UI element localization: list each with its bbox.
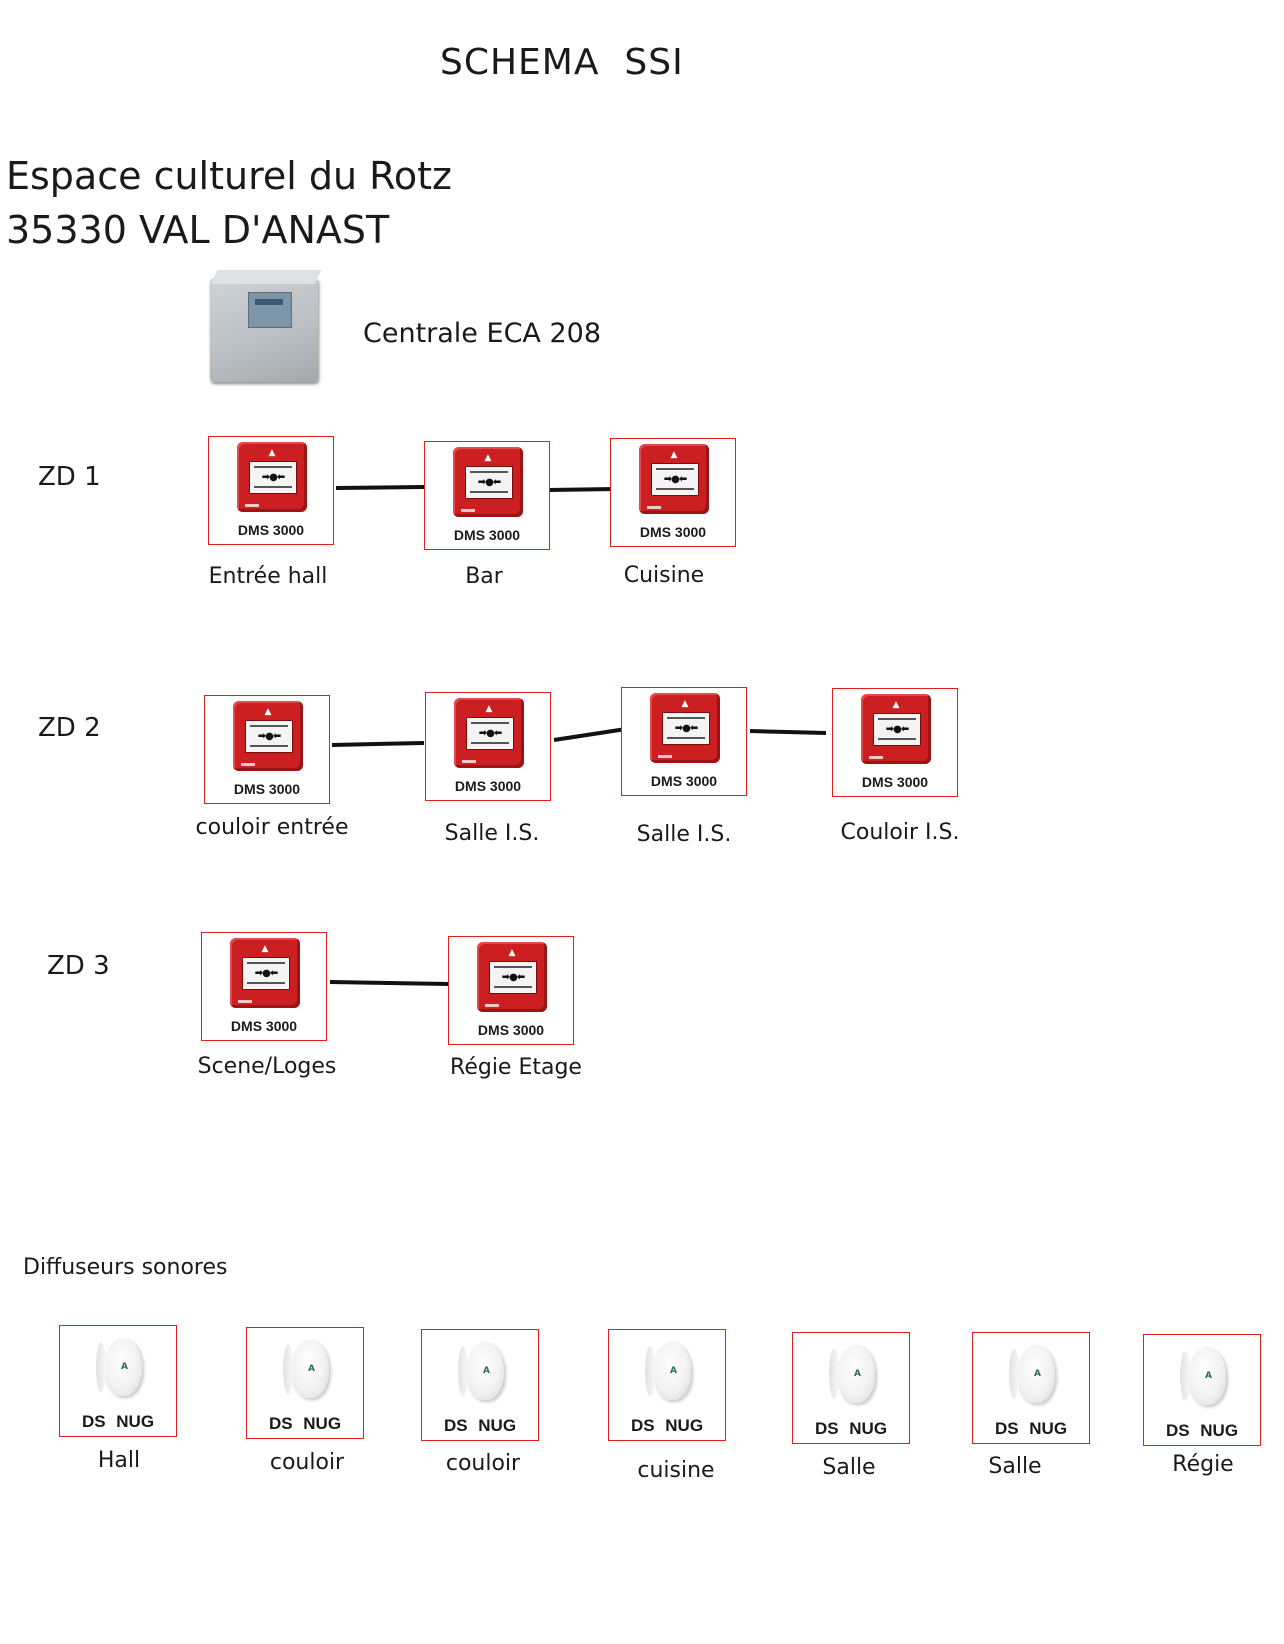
sounder-model: DS NUG: [443, 1416, 517, 1435]
device-location: Scene/Loges: [197, 1054, 337, 1079]
device-model: DMS 3000: [861, 774, 929, 790]
manual-call-point: ▲ ➡●⬅ DMS 3000: [201, 932, 327, 1041]
wire-zd2-2: [553, 727, 627, 742]
call-point-body: ▲ ➡●⬅: [861, 694, 931, 764]
call-point-body: ▲ ➡●⬅: [650, 693, 720, 763]
device-location: Couloir I.S.: [840, 820, 960, 845]
flame-icon: ▲: [261, 944, 269, 954]
device-model: DMS 3000: [233, 781, 301, 797]
device-model: DMS 3000: [237, 522, 305, 538]
call-point-window: ➡●⬅: [489, 961, 537, 994]
sounder-icon: [645, 1342, 691, 1400]
call-point-window: ➡●⬅: [651, 463, 699, 496]
device-location: Cuisine: [623, 563, 705, 588]
sounder: A DS NUG: [421, 1329, 539, 1441]
call-point-window: ➡●⬅: [466, 717, 514, 750]
call-point-body: ▲ ➡●⬅: [477, 942, 547, 1012]
sounder-location: Hall: [97, 1448, 141, 1473]
device-location: Salle I.S.: [636, 822, 732, 847]
flame-icon: ▲: [268, 448, 276, 458]
call-point-window: ➡●⬅: [249, 461, 297, 494]
zone-label-zd2: ZD 2: [38, 713, 101, 743]
central-label: Centrale ECA 208: [363, 318, 602, 349]
wire-zd1-2: [547, 487, 617, 492]
site-name: Espace culturel du Rotz: [6, 154, 452, 198]
sounder-location: couloir: [269, 1450, 345, 1475]
device-location: couloir entrée: [195, 815, 349, 840]
device-model: DMS 3000: [639, 524, 707, 540]
sounder-location: Régie: [1172, 1452, 1234, 1477]
central-display: [248, 292, 292, 328]
manual-call-point: ▲ ➡●⬅ DMS 3000: [610, 438, 736, 547]
sounder-location: couloir: [445, 1451, 521, 1476]
diagram-title: SCHEMA SSI: [440, 42, 684, 83]
manual-call-point: ▲ ➡●⬅ DMS 3000: [424, 441, 550, 550]
device-location: Salle I.S.: [444, 821, 540, 846]
sounder-model: DS NUG: [814, 1419, 888, 1438]
device-model: DMS 3000: [650, 773, 718, 789]
device-location: Entrée hall: [208, 564, 328, 589]
sounder-model: DS NUG: [1165, 1421, 1239, 1440]
central-panel-image: [210, 270, 325, 382]
flame-icon: ▲: [681, 699, 689, 709]
sounder-location: Salle: [822, 1455, 876, 1480]
sounder-model: DS NUG: [994, 1419, 1068, 1438]
manual-call-point: ▲ ➡●⬅ DMS 3000: [204, 695, 330, 804]
wire-zd2-1: [331, 741, 425, 747]
call-point-body: ▲ ➡●⬅: [453, 447, 523, 517]
zone-label-zd3: ZD 3: [47, 951, 110, 981]
flame-icon: ▲: [892, 700, 900, 710]
wire-zd3-1: [329, 980, 449, 986]
sounder: A DS NUG: [59, 1325, 177, 1437]
sounders-label: Diffuseurs sonores: [23, 1255, 228, 1280]
call-point-window: ➡●⬅: [873, 713, 921, 746]
call-point-body: ▲ ➡●⬅: [237, 442, 307, 512]
sounder-icon: [829, 1345, 875, 1403]
sounder-icon: [1009, 1345, 1055, 1403]
sounder-model: DS NUG: [81, 1412, 155, 1431]
device-location: Bar: [465, 564, 503, 589]
sounder: A DS NUG: [1143, 1334, 1261, 1446]
flame-icon: ▲: [508, 948, 516, 958]
manual-call-point: ▲ ➡●⬅ DMS 3000: [425, 692, 551, 801]
device-location: Régie Etage: [450, 1055, 582, 1080]
zone-label-zd1: ZD 1: [38, 462, 101, 492]
sounder-icon: [458, 1342, 504, 1400]
sounder: A DS NUG: [608, 1329, 726, 1441]
manual-call-point: ▲ ➡●⬅ DMS 3000: [621, 687, 747, 796]
manual-call-point: ▲ ➡●⬅ DMS 3000: [448, 936, 574, 1045]
device-model: DMS 3000: [453, 527, 521, 543]
call-point-window: ➡●⬅: [245, 720, 293, 753]
sounder-icon: [283, 1340, 329, 1398]
device-model: DMS 3000: [477, 1022, 545, 1038]
device-model: DMS 3000: [230, 1018, 298, 1034]
flame-icon: ▲: [485, 704, 493, 714]
flame-icon: ▲: [484, 453, 492, 463]
wire-zd2-3: [749, 729, 827, 735]
manual-call-point: ▲ ➡●⬅ DMS 3000: [208, 436, 334, 545]
call-point-window: ➡●⬅: [242, 957, 290, 990]
call-point-window: ➡●⬅: [662, 712, 710, 745]
flame-icon: ▲: [670, 450, 678, 460]
sounder: A DS NUG: [246, 1327, 364, 1439]
call-point-body: ▲ ➡●⬅: [233, 701, 303, 771]
call-point-body: ▲ ➡●⬅: [639, 444, 709, 514]
manual-call-point: ▲ ➡●⬅ DMS 3000: [832, 688, 958, 797]
call-point-body: ▲ ➡●⬅: [454, 698, 524, 768]
call-point-body: ▲ ➡●⬅: [230, 938, 300, 1008]
sounder-icon: [1180, 1347, 1226, 1405]
device-model: DMS 3000: [454, 778, 522, 794]
sounder: A DS NUG: [792, 1332, 910, 1444]
sounder-icon: [96, 1338, 142, 1396]
site-address: 35330 VAL D'ANAST: [6, 208, 390, 252]
call-point-window: ➡●⬅: [465, 466, 513, 499]
sounder-location: Salle: [988, 1454, 1042, 1479]
sounder-model: DS NUG: [268, 1414, 342, 1433]
sounder-model: DS NUG: [630, 1416, 704, 1435]
sounder: A DS NUG: [972, 1332, 1090, 1444]
sounder-location: cuisine: [637, 1458, 715, 1483]
wire-zd1-1: [335, 485, 425, 490]
flame-icon: ▲: [264, 707, 272, 717]
